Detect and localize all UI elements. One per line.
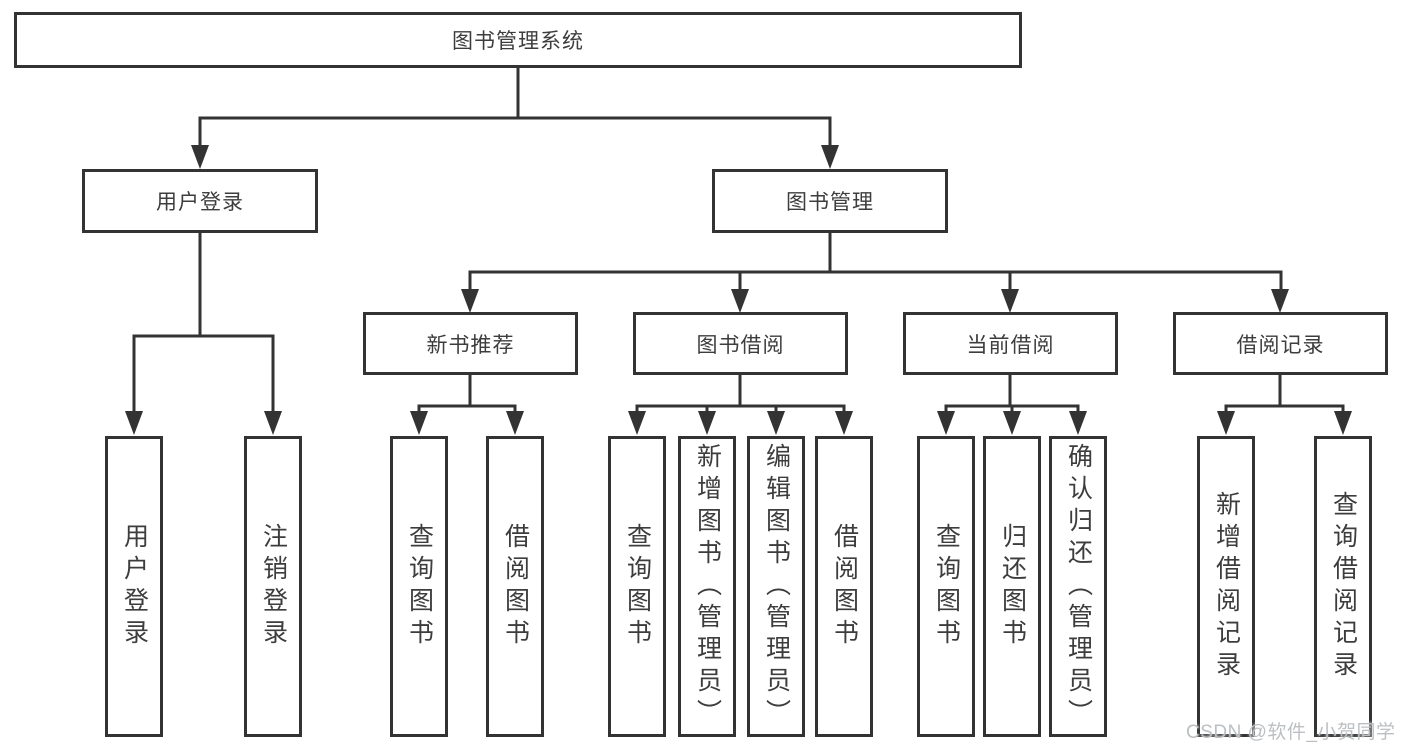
leaf-records-query-borrow-record: 查询借阅记录 — [1314, 436, 1372, 737]
node-book-borrowing: 图书借阅 — [633, 312, 848, 375]
leaf-borrowing-query-books: 查询图书 — [608, 436, 666, 737]
leaf-user-login: 用户登录 — [105, 436, 163, 737]
leaf-recommend-borrow-books: 借阅图书 — [486, 436, 544, 737]
node-new-book-recommend: 新书推荐 — [363, 312, 578, 375]
leaf-logout-login: 注销登录 — [244, 436, 302, 737]
leaf-current-confirm-return-admin: 确认归还（管理员） — [1049, 436, 1107, 737]
node-user-login: 用户登录 — [82, 169, 318, 233]
leaf-current-return-books: 归还图书 — [983, 436, 1041, 737]
node-library-management-system: 图书管理系统 — [14, 12, 1022, 68]
leaf-borrowing-edit-books-admin: 编辑图书（管理员） — [747, 436, 805, 737]
node-book-management: 图书管理 — [712, 169, 948, 233]
leaf-borrowing-add-books-admin: 新增图书（管理员） — [678, 436, 736, 737]
leaf-recommend-query-books: 查询图书 — [390, 436, 448, 737]
node-current-borrowing: 当前借阅 — [903, 312, 1118, 375]
leaf-current-query-books: 查询图书 — [917, 436, 975, 737]
leaf-borrowing-borrow-books: 借阅图书 — [815, 436, 873, 737]
leaf-records-add-borrow-record: 新增借阅记录 — [1197, 436, 1255, 737]
node-borrow-records: 借阅记录 — [1173, 312, 1388, 375]
